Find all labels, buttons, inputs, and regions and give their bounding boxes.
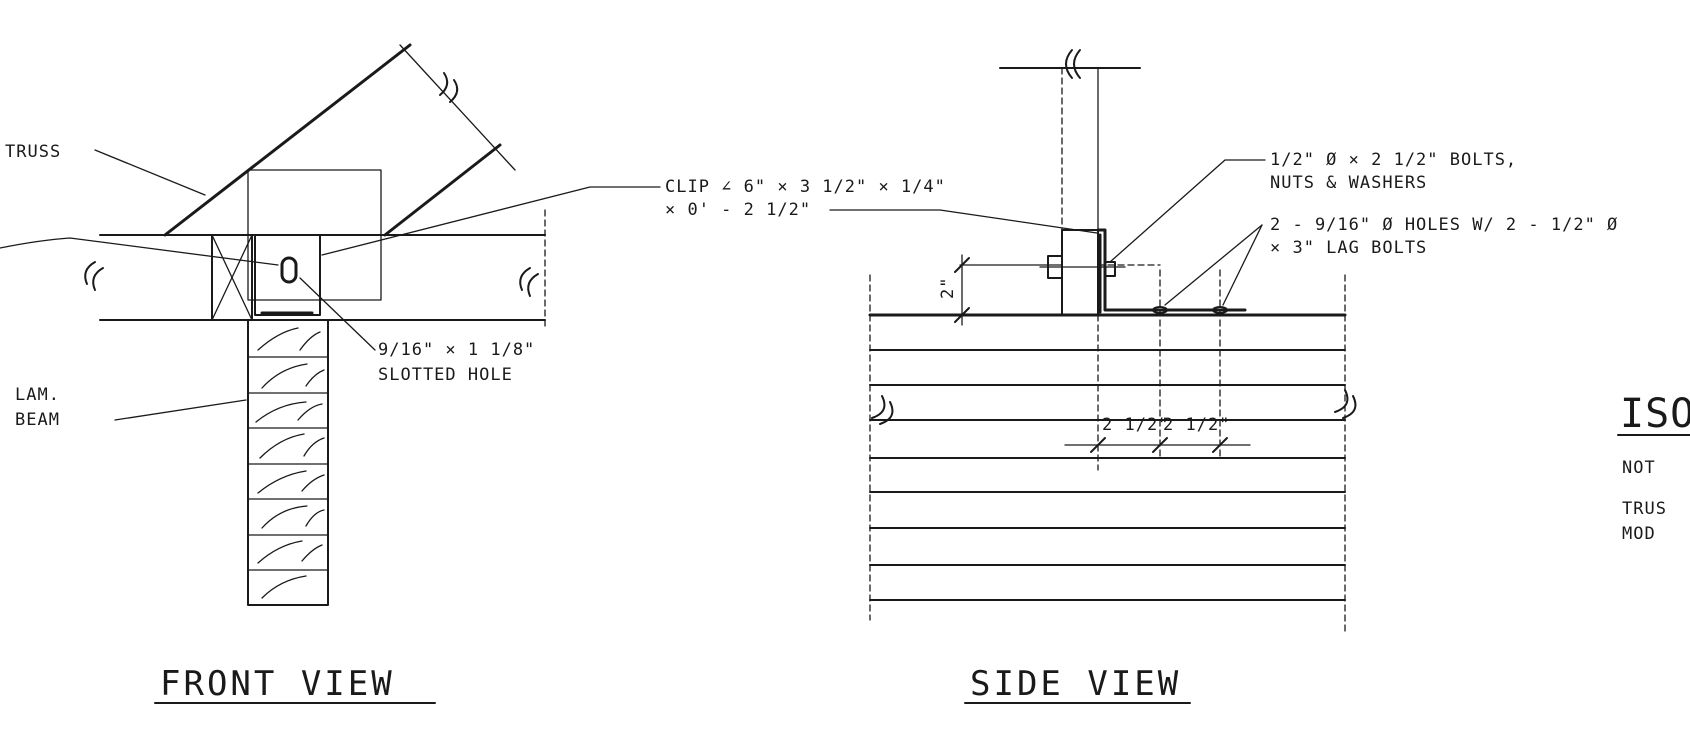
bolts-label-2: NUTS & WASHERS <box>1270 173 1427 193</box>
dim-vertical-label: 2" <box>938 277 958 299</box>
dim-right-label: 2 1/2" <box>1163 415 1230 435</box>
truss-leader <box>94 149 206 196</box>
iso-view-partial: ISO NOT TRUS MOD <box>1617 391 1690 544</box>
bolts-leader <box>1109 159 1266 263</box>
clip-label-1: CLIP ∠ 6" × 3 1/2" × 1/4" <box>665 177 946 197</box>
break-symbol-top <box>439 72 459 103</box>
dim-vertical-tick-bottom <box>954 307 970 323</box>
iso-title: ISO <box>1620 391 1690 437</box>
holes-leader-2 <box>1222 224 1263 306</box>
clip-label-2: × 0' - 2 1/2" <box>665 200 811 220</box>
iso-note-3: MOD <box>1622 524 1656 544</box>
break-symbol-beam-left <box>871 395 894 425</box>
dim-tick-3 <box>1212 437 1228 453</box>
front-view-title: FRONT VIEW <box>160 664 395 704</box>
side-view-title: SIDE VIEW <box>970 664 1181 704</box>
dim-vertical-tick-top <box>954 257 970 273</box>
break-symbol-beam-right <box>1334 389 1357 419</box>
slot-label-2: SLOTTED HOLE <box>378 365 513 385</box>
lam-beam-leader <box>114 399 247 421</box>
truss-label: TRUSS <box>5 142 61 162</box>
holes-label-2: × 3" LAG BOLTS <box>1270 238 1427 258</box>
clip-outline-hidden <box>247 169 382 301</box>
truss-break-line <box>399 44 516 171</box>
beam-lamination-lines <box>868 313 1347 601</box>
side-view: 2" 2 1/2" 2 1/2" CLIP ∠ 6" × 3 1/2" × 1/… <box>665 49 1618 704</box>
lam-beam-label-1: LAM. <box>15 385 60 405</box>
truss-web <box>383 143 502 237</box>
slot-label-1: 9/16" × 1 1/8" <box>378 340 535 360</box>
truss-top-chord <box>163 43 412 237</box>
slotted-hole <box>280 256 298 284</box>
holes-leader-1 <box>1164 224 1263 306</box>
side-clip-angle <box>1096 228 1247 312</box>
blocking <box>211 234 253 321</box>
break-symbol-left <box>84 261 104 291</box>
holes-label-1: 2 - 9/16" Ø HOLES W/ 2 - 1/2" Ø <box>1270 215 1618 235</box>
dim-tick-1 <box>1090 437 1106 453</box>
break-symbol-post <box>1065 49 1081 79</box>
slot-leader <box>299 277 376 351</box>
lam-beam-label-2: BEAM <box>15 410 60 430</box>
lam-beam-grain <box>247 327 329 599</box>
clip-leader-front <box>321 186 661 256</box>
clip-angle-plate <box>254 234 321 316</box>
iso-note-2: TRUS <box>1622 499 1667 519</box>
clip-leader-side <box>829 209 1098 234</box>
break-symbol-right <box>519 267 539 297</box>
left-leader <box>0 237 279 266</box>
blocking-x2 <box>211 234 253 321</box>
dim-left-label: 2 1/2" <box>1102 415 1169 435</box>
dim-tick-2 <box>1152 437 1168 453</box>
side-clip-block <box>1061 229 1099 316</box>
iso-note-1: NOT <box>1622 458 1656 478</box>
front-view: TRUSS LAM. BEAM 9/16" × 1 1/8" SLOTTED H… <box>0 43 661 704</box>
lam-beam <box>247 319 329 606</box>
bolts-label-1: 1/2" Ø × 2 1/2" BOLTS, <box>1270 150 1517 170</box>
